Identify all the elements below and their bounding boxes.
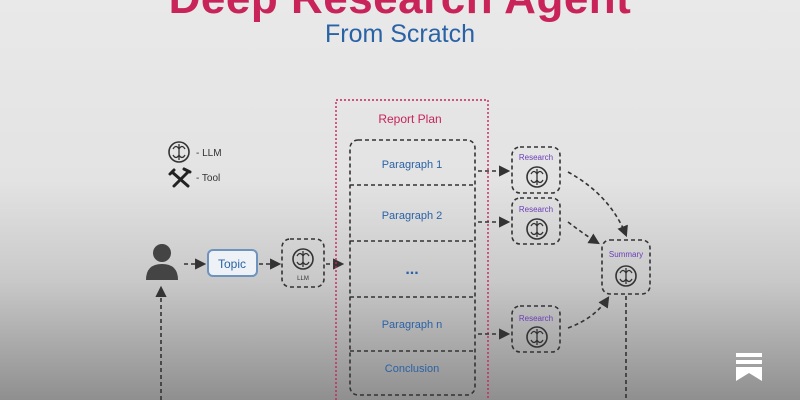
research-node-2: Research (511, 197, 561, 245)
brain-icon (526, 218, 548, 240)
research-label: Research (519, 205, 553, 214)
llm-label: LLM (297, 276, 309, 282)
plan-item-conclusion: Conclusion (385, 363, 439, 375)
bookmark-icon[interactable] (734, 351, 764, 383)
arrow-research1-summary (567, 171, 628, 238)
report-plan: Report Plan Paragraph 1 Paragraph 2 ... … (335, 99, 489, 400)
page-subtitle: From Scratch (324, 20, 476, 48)
legend-llm-label: - LLM (196, 148, 222, 159)
legend-tool-label: - Tool (196, 173, 220, 184)
research-node-n: Research (511, 305, 561, 353)
arrow-researchn-summary (567, 296, 610, 329)
summary-label: Summary (609, 250, 643, 259)
report-plan-title: Report Plan (378, 112, 441, 126)
plan-item-paragraph-n: Paragraph n (382, 319, 443, 331)
research-label: Research (519, 153, 553, 162)
brain-icon (526, 166, 548, 188)
person-icon (146, 244, 178, 280)
llm-node: LLM (281, 238, 325, 288)
research-node-1: Research (511, 146, 561, 194)
hammer-wrench-icon (168, 167, 192, 188)
plan-item-ellipsis: ... (405, 261, 418, 278)
arrow-research2-summary (567, 221, 600, 245)
brain-icon (526, 326, 548, 348)
research-label: Research (519, 314, 553, 323)
topic-label: Topic (218, 257, 246, 271)
brain-icon (615, 265, 637, 287)
plan-item-paragraph-1: Paragraph 1 (382, 159, 443, 171)
plan-item-paragraph-2: Paragraph 2 (382, 210, 443, 222)
topic-node: Topic (207, 249, 258, 277)
summary-node: Summary (601, 239, 651, 295)
legend: - LLM - Tool (168, 141, 222, 188)
brain-icon (292, 248, 314, 270)
brain-icon (168, 141, 190, 163)
page-title: Deep Research Agent (0, 0, 800, 24)
